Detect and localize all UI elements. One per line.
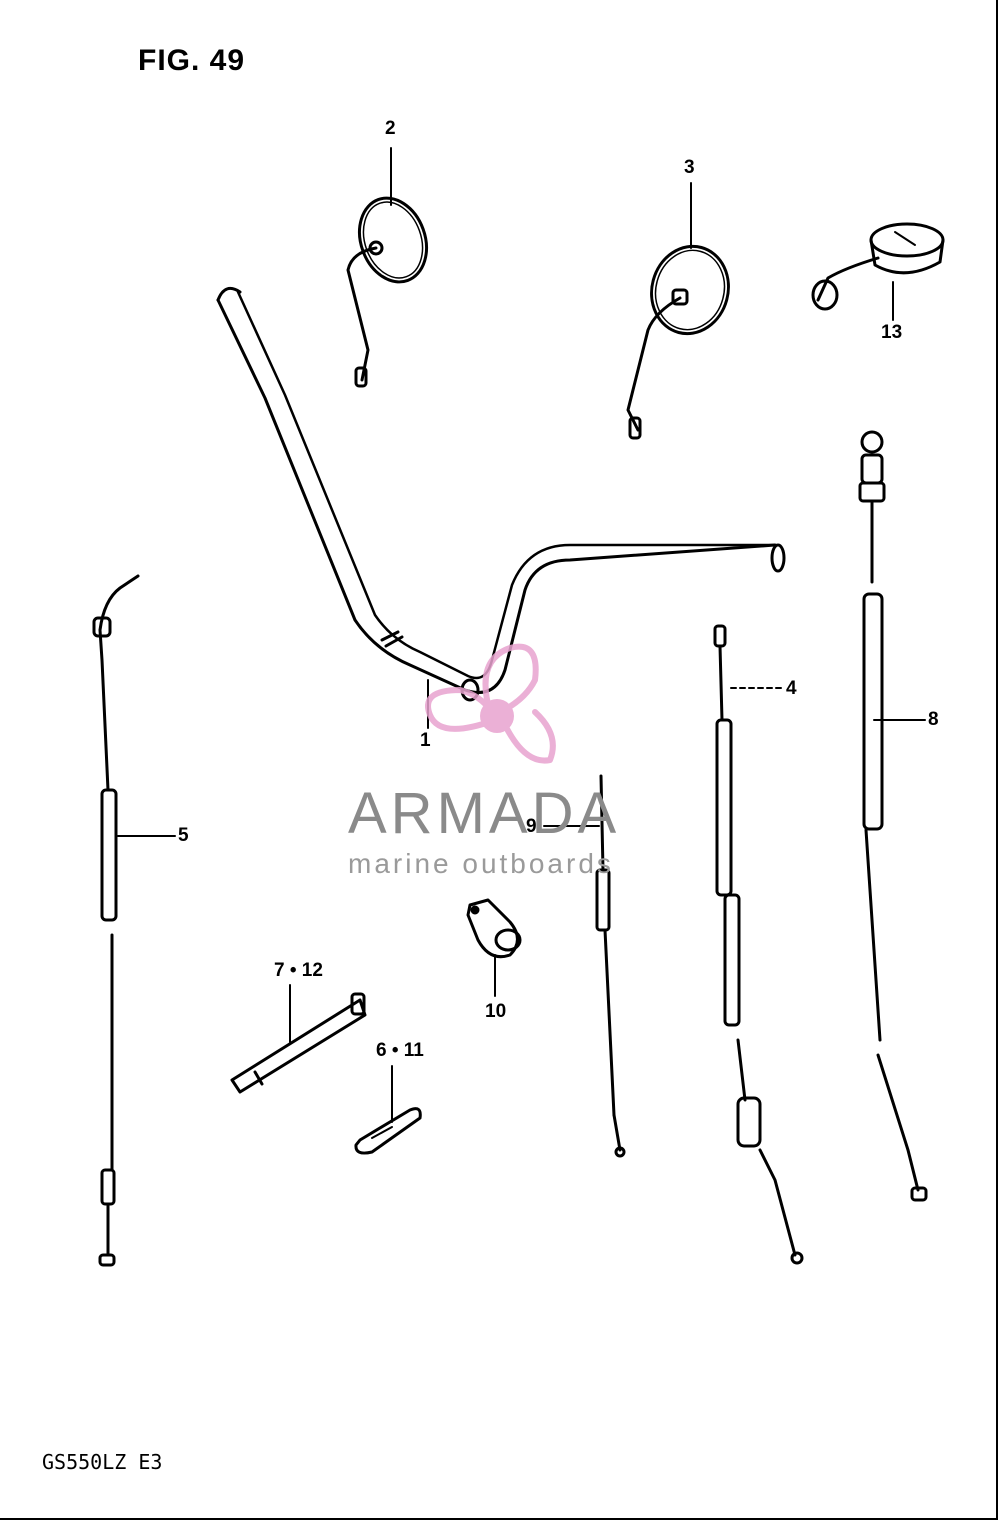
- callout-8: 8: [928, 709, 939, 730]
- callout-1: 1: [420, 730, 431, 751]
- clutch-cable-drawing[interactable]: [713, 624, 804, 1265]
- leader-lines: [117, 147, 926, 1123]
- adjuster-bracket-drawing[interactable]: [230, 992, 367, 1094]
- callout-4: 4: [786, 678, 797, 699]
- throttle-cable-drawing[interactable]: [92, 574, 140, 1267]
- callout-9: 9: [526, 816, 537, 837]
- callout-6-11: 6 • 11: [376, 1040, 424, 1061]
- cable-clamp-drawing[interactable]: [466, 898, 522, 959]
- watermark-propeller-icon: [425, 643, 556, 764]
- handlebar-drawing[interactable]: [216, 286, 786, 702]
- right-mirror-drawing[interactable]: [626, 238, 738, 440]
- left-mirror-drawing[interactable]: [346, 189, 438, 388]
- cable-clip-drawing[interactable]: [354, 1107, 422, 1155]
- choke-cable-drawing[interactable]: [595, 774, 626, 1158]
- cable-fitting-drawing[interactable]: [811, 222, 945, 311]
- callout-13: 13: [881, 322, 903, 343]
- callout-3: 3: [684, 157, 695, 178]
- speedometer-cable-drawing[interactable]: [858, 430, 928, 1202]
- model-code: GS550LZ E3: [42, 1450, 163, 1474]
- callout-2: 2: [385, 118, 396, 139]
- figure-title: FIG. 49: [138, 44, 246, 77]
- watermark-brand: ARMADA: [348, 781, 621, 846]
- callout-7-12: 7 • 12: [274, 960, 323, 981]
- callout-5: 5: [178, 825, 189, 846]
- callout-10: 10: [485, 1001, 507, 1022]
- watermark-tagline: marine outboards: [348, 848, 614, 879]
